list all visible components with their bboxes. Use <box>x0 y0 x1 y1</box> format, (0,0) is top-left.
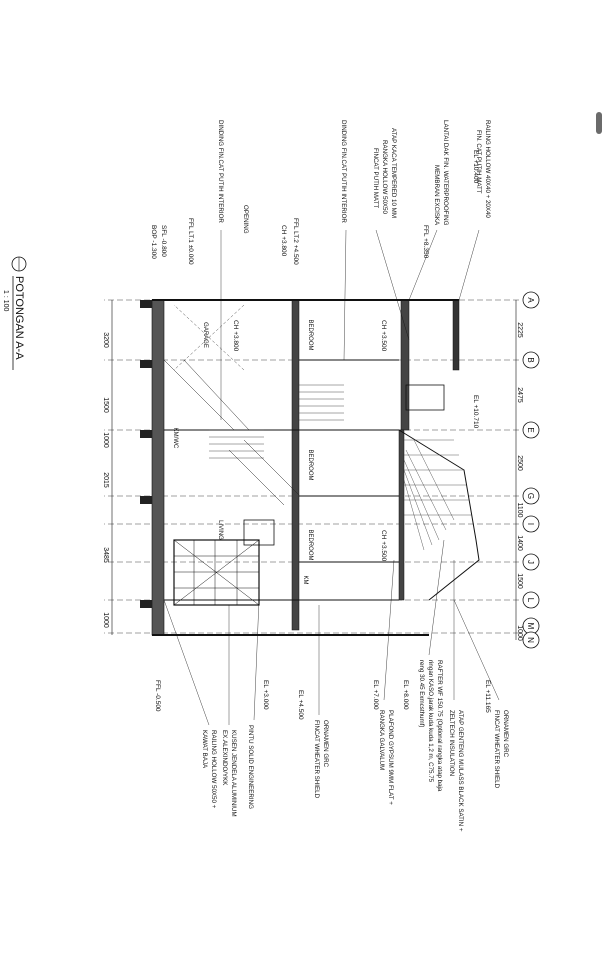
level-sfl: SFL -0.800 <box>160 225 167 257</box>
note-plafond-1: PLAFOND GYPSUM 9MM FLAT + <box>387 710 394 805</box>
level-el-10400: EL +10.400 <box>472 150 479 184</box>
note-rafter-1: RAFTER WF 150.75 (Optional rangka atap b… <box>436 660 443 792</box>
dim-b3: 1000 <box>102 432 109 448</box>
room-bedroom-1: BEDROOM <box>307 319 313 350</box>
level-ch-3500a: CH +3.500 <box>380 320 387 352</box>
level-ffl-8350: FFL +8.350 <box>422 225 429 259</box>
level-ch-3500b: CH +3.500 <box>380 530 387 562</box>
dim-7: 1000 <box>516 625 523 641</box>
grid-label-e: E <box>526 427 535 432</box>
room-bedroom-3: BEDROOM <box>307 529 313 560</box>
grid-bubble-n <box>522 631 540 649</box>
room-bedroom-2: BEDROOM <box>307 449 313 480</box>
note-genteng-1: ATAP GENTENG MULASS BLACK SATIN + <box>457 710 464 832</box>
grid-bubble-i <box>522 515 540 533</box>
drawing-scale: 1 : 100 <box>2 290 9 312</box>
note-railing2-2: KAWAT BAJA <box>201 730 208 769</box>
level-el-11165: EL +11.165 <box>484 680 491 713</box>
note-rafter-2: ringan KASO,jarak kuda kuda 1,2 m, C75.7… <box>427 660 434 783</box>
building-section <box>140 299 480 636</box>
grid-label-a: A <box>526 297 535 303</box>
grid-bubbles <box>522 291 540 649</box>
room-km-wc: KM/WC <box>172 428 178 449</box>
note-railing-1: RAILING HOLLOW 40X40 + 20X40 <box>484 120 491 218</box>
note-pintu: PINTU SOLID ENGINEERING <box>247 725 254 809</box>
level-ch-3800b: CH +3.800 <box>232 320 239 352</box>
grid-label-b: B <box>526 357 535 362</box>
note-dak-2: MEMBRAN EXCISKA <box>433 165 440 226</box>
level-ffl-0: FFL LT.1 ±0.000 <box>187 218 194 265</box>
note-grc2-2: FINCAT WHEATER SHIELD <box>313 720 320 799</box>
grid-label-g: G <box>526 493 535 499</box>
room-living: LIVING <box>217 520 223 540</box>
dim-6: 1500 <box>516 573 523 589</box>
note-dinding-1: DINDING FIN.CAT PUTIH INTERIOR <box>340 120 347 223</box>
grid-label-m: M <box>526 623 535 630</box>
grid-label-l: L <box>526 598 535 603</box>
room-garage: GARAGE <box>202 322 208 348</box>
grid-bubble-l <box>522 591 540 609</box>
note-genteng-2: ZELTECH INSULATION <box>448 710 455 776</box>
note-dak-1: LANTAI DAK FIN. WATERPROOFING <box>442 120 449 226</box>
drawing-title: POTONGAN A-A <box>13 276 25 360</box>
level-el-8000: EL +8.000 <box>402 680 409 710</box>
dim-b4: 2015 <box>102 472 109 488</box>
note-railing2-1: RAILING HOLLOW 50X50 + <box>210 730 217 809</box>
grid-bubble-g <box>522 487 540 505</box>
level-el-10710: EL +10.710 <box>472 395 479 429</box>
note-grc-2: FINCAT WHEATER SHIELD <box>493 710 500 789</box>
dim-b6: 1000 <box>102 612 109 628</box>
note-kaca-3: FINCAT PUTIH MATT <box>372 148 379 208</box>
level-el-3000: EL +3.000 <box>262 680 269 710</box>
scrollbar-thumb[interactable] <box>596 112 602 134</box>
rotated-sheet: A B E G I J L M N 2225 2475 2500 1100 14… <box>2 120 540 832</box>
grid-bubble-b <box>522 351 540 369</box>
grid-bubble-j <box>522 553 540 571</box>
note-opening: OPENING <box>242 205 249 234</box>
level-ch-3800a: CH +3.800 <box>280 225 287 257</box>
dim-b2: 1500 <box>102 397 109 413</box>
note-dinding-2: DINDING FIN.CAT PUTIH INTERIOR <box>217 120 224 223</box>
note-plafond-2: RANGKA GALVALUM <box>378 710 385 770</box>
grid-label-j: J <box>526 560 535 564</box>
level-el-4500: EL +4.500 <box>297 690 304 720</box>
note-kaca-2: RANGKA HOLLOW 50X50 <box>381 140 388 214</box>
level-ffl-4500: FFL LT.2 +4.500 <box>292 218 299 265</box>
room-km: KM <box>302 576 308 585</box>
dim-4: 1100 <box>516 502 523 517</box>
dim-b1: 3200 <box>102 332 109 348</box>
note-rafter-3: reng 30.45 Exmcsthumf) <box>418 660 425 727</box>
note-railing-2: FIN. CAT PUTIH MATT <box>475 130 482 194</box>
note-grc-1: ORNAMEN GRC <box>502 710 509 758</box>
dim-1: 2225 <box>516 322 523 338</box>
dim-5: 1400 <box>516 535 523 551</box>
grid-bubble-e <box>522 421 540 439</box>
note-kusen-1: KUSEN JENDELA ALUMINIUM <box>230 730 237 817</box>
note-kaca-1: ATAP KACA TEMPERED 10 MM <box>390 128 397 218</box>
dim-2: 2475 <box>516 387 523 403</box>
grid-label-n: N <box>526 637 535 643</box>
grid-bubble-a <box>522 291 540 309</box>
title-block: POTONGAN A-A 1 : 100 <box>2 256 27 370</box>
grid-label-i: I <box>526 523 535 525</box>
level-bop: BOP -1.300 <box>150 225 157 259</box>
note-grc2-1: ORNAMEN GRC <box>322 720 329 768</box>
dim-b5: 3485 <box>102 547 109 563</box>
level-el-7000: EL +7.000 <box>372 680 379 710</box>
level-ffl-m0500: FFL -0.500 <box>154 680 161 712</box>
note-kusen-2: EX.ALEXINDO/YKK <box>221 730 228 786</box>
dim-3: 2500 <box>516 455 523 471</box>
